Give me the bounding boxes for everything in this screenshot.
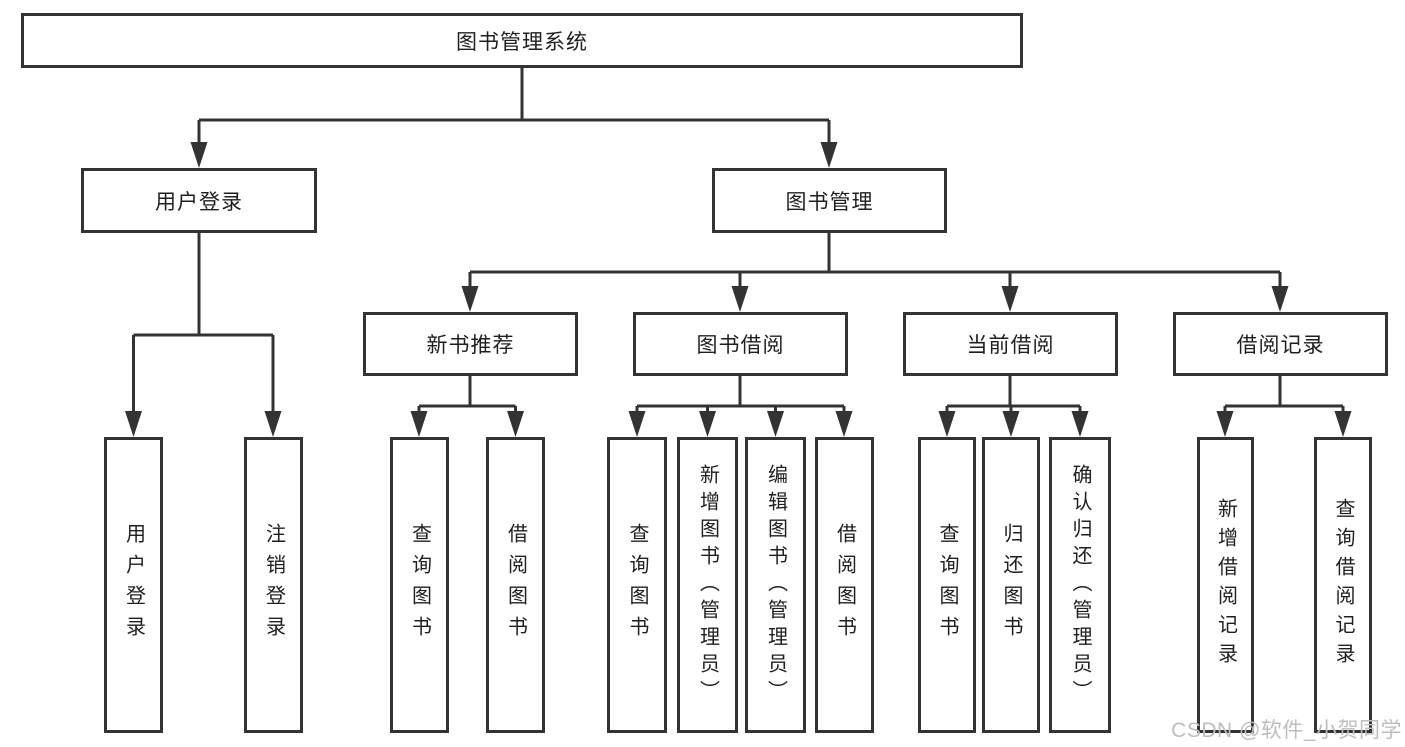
- node-label: 新增借阅记录: [1214, 498, 1237, 672]
- arrowhead: [1216, 411, 1234, 437]
- arrowhead: [628, 411, 646, 437]
- node-label: 用户登录: [155, 190, 243, 214]
- node-label: 查询图书: [626, 523, 648, 647]
- node-label: 查询借阅记录: [1332, 498, 1354, 672]
- arrowhead: [461, 286, 479, 312]
- connector-root-to-level2: [197, 68, 831, 148]
- node-label: 借阅记录: [1236, 334, 1325, 357]
- node-label: 图书管理系统: [456, 30, 588, 54]
- node-label: 当前借阅: [966, 334, 1055, 357]
- node-book-management: 图书管理: [712, 168, 947, 233]
- node-label: 图书管理: [785, 190, 874, 214]
- arrowhead: [264, 411, 282, 437]
- node-book-borrow: 图书借阅: [633, 312, 848, 376]
- leaf-rec-borrow-book: 借阅图书: [486, 437, 545, 733]
- node-label: 编辑图书（管理员）: [764, 463, 787, 707]
- node-library-system: 图书管理系统: [21, 13, 1023, 68]
- leaf-cb-return-book: 归还图书: [982, 437, 1040, 733]
- node-label: 归还图书: [1000, 523, 1022, 647]
- connector-new-book-rec-children: [417, 376, 517, 416]
- connector-borrow-records-children: [1223, 376, 1345, 416]
- node-label: 图书借阅: [696, 334, 785, 357]
- leaf-cb-query-book: 查询图书: [918, 437, 976, 733]
- node-label: 新书推荐: [426, 334, 515, 357]
- arrowhead: [1071, 411, 1089, 437]
- node-label: 借阅图书: [833, 523, 856, 647]
- arrowhead: [835, 411, 853, 437]
- connector-current-borrow-children: [945, 376, 1082, 416]
- leaf-br-add-record: 新增借阅记录: [1197, 437, 1254, 733]
- node-current-borrow: 当前借阅: [903, 312, 1118, 376]
- node-label: 新增图书（管理员）: [696, 463, 719, 707]
- arrowhead: [820, 142, 838, 168]
- leaf-bb-query-book: 查询图书: [607, 437, 667, 733]
- leaf-cb-confirm-return-admin: 确认归还（管理员）: [1049, 437, 1111, 733]
- arrowhead: [731, 286, 749, 312]
- node-label: 用户登录: [122, 523, 145, 647]
- arrowhead: [699, 411, 716, 437]
- arrowhead: [1334, 411, 1352, 437]
- arrowhead: [125, 411, 142, 437]
- arrowhead: [1001, 286, 1019, 312]
- leaf-br-query-record: 查询借阅记录: [1314, 437, 1372, 733]
- arrowhead: [190, 142, 208, 168]
- arrowheads: [125, 142, 1352, 437]
- connector-book-mgmt-children: [468, 233, 1282, 292]
- node-user-login: 用户登录: [81, 168, 317, 233]
- leaf-rec-query-book: 查询图书: [390, 437, 449, 733]
- arrowhead: [507, 411, 524, 437]
- csdn-watermark: CSDN @软件_小贺同学: [1171, 719, 1402, 742]
- connector-book-borrow-children: [635, 376, 846, 416]
- connector-user-login-children: [132, 233, 275, 416]
- arrowhead: [410, 411, 428, 437]
- leaf-bb-add-book-admin: 新增图书（管理员）: [677, 437, 738, 733]
- arrowhead: [1271, 286, 1289, 312]
- node-new-book-recommend: 新书推荐: [363, 312, 578, 376]
- leaf-logout: 注销登录: [244, 437, 303, 733]
- node-label: 注销登录: [262, 523, 285, 647]
- node-label: 确认归还（管理员）: [1069, 463, 1091, 707]
- node-label: 查询图书: [936, 523, 958, 647]
- arrowhead: [938, 411, 956, 437]
- arrowhead: [767, 411, 784, 437]
- leaf-bb-edit-book-admin: 编辑图书（管理员）: [745, 437, 806, 733]
- node-borrow-records: 借阅记录: [1173, 312, 1388, 376]
- arrowhead: [1002, 411, 1020, 437]
- node-label: 借阅图书: [504, 523, 527, 647]
- node-label: 查询图书: [408, 523, 431, 647]
- leaf-user-login: 用户登录: [104, 437, 163, 733]
- leaf-bb-borrow-book: 借阅图书: [815, 437, 874, 733]
